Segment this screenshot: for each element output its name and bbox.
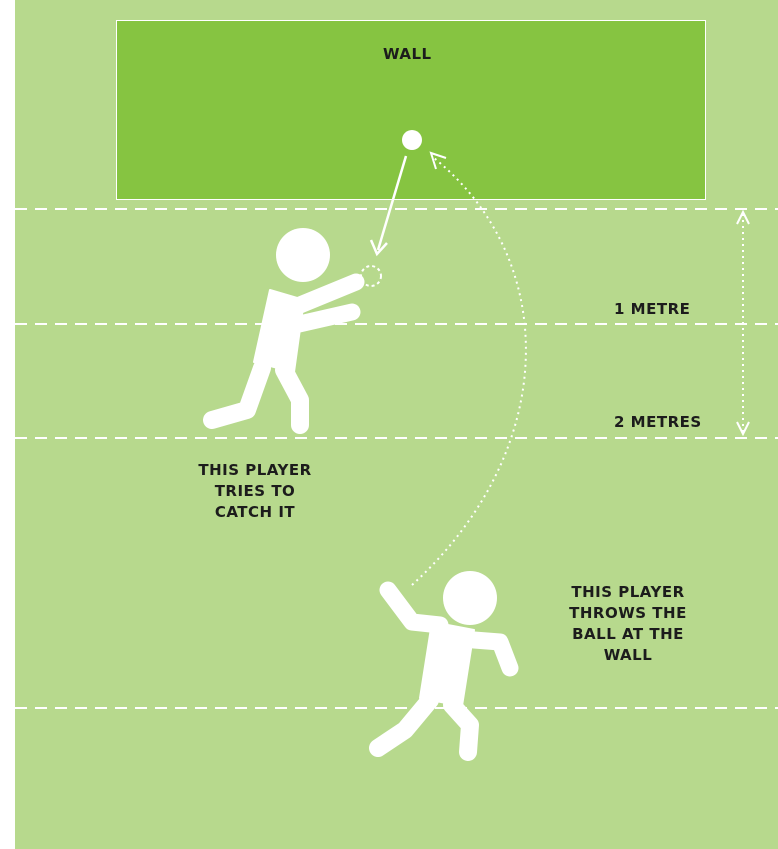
one-metre-label: 1 METRE (614, 299, 690, 320)
ball-on-wall (402, 130, 422, 150)
thrower-figure (378, 571, 510, 752)
two-metres-label: 2 METRES (614, 412, 702, 433)
catcher-figure (212, 228, 356, 425)
rebound-arrow (371, 156, 406, 254)
thrower-head (443, 571, 497, 625)
throw-trajectory (412, 158, 526, 585)
catcher-caption: THIS PLAYER TRIES TO CATCH IT (190, 460, 320, 523)
catcher-head (276, 228, 330, 282)
thrower-caption: THIS PLAYER THROWS THE BALL AT THE WALL (548, 582, 708, 666)
wall-label: WALL (383, 44, 432, 65)
throw-arrowhead (431, 153, 446, 169)
